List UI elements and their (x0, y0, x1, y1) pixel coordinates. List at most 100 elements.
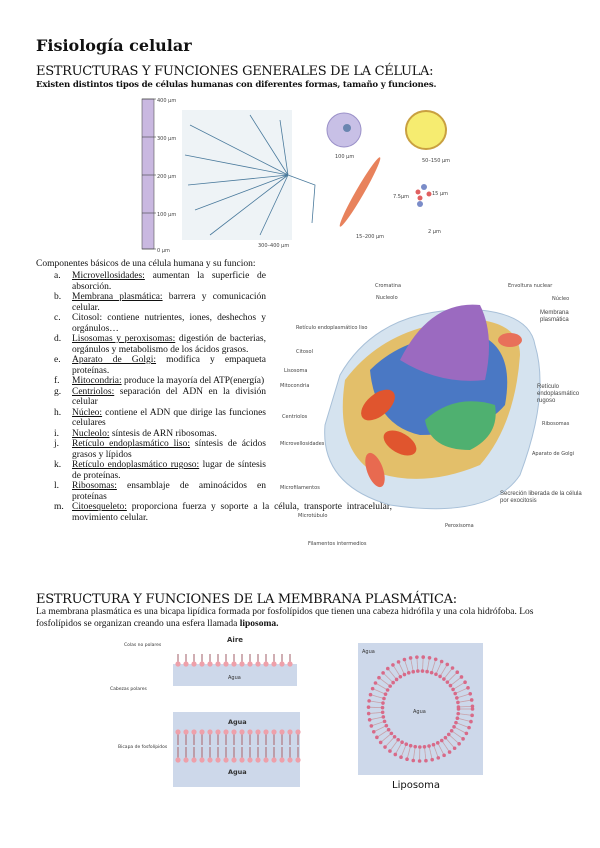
component-item: h.Núcleo: contiene el ADN que dirige las… (54, 408, 266, 429)
label-nucleo: Núcleo (552, 295, 569, 302)
phospholipid-head (287, 661, 293, 667)
phospholipid-head (279, 757, 285, 763)
item-desc: síntesis de ARN ribosomas. (109, 428, 217, 439)
phospholipid-head (442, 753, 446, 758)
phospholipid-head (279, 729, 285, 735)
phospholipid-head (381, 671, 385, 675)
blood-cells-illustration (415, 184, 432, 207)
neuron-illustration (182, 110, 316, 240)
muscle-cell-illustration (339, 157, 381, 227)
phospholipid-head (295, 729, 301, 735)
phospholipid-head (378, 740, 383, 745)
phospholipid-head (451, 687, 455, 692)
phospholipid-head (429, 670, 434, 675)
item-term: Centriolos: (72, 386, 115, 397)
label-microtubulo: Microtúbulo (298, 512, 327, 519)
item-term: Membrana plasmática: (72, 292, 163, 302)
phospholipid-head (470, 704, 475, 709)
phospholipid-head (396, 737, 400, 742)
item-letter: b. (54, 292, 62, 302)
phospholipid-head (389, 731, 394, 736)
label-lisosoma: Lisosoma (284, 368, 307, 374)
phospholipid-head (366, 711, 371, 716)
phospholipid-head (469, 719, 473, 724)
phospholipid-head (287, 757, 293, 763)
phospholipid-head (450, 666, 455, 670)
phospholipid-head (448, 683, 453, 688)
item-letter: g. (54, 386, 62, 397)
phospholipid-head (454, 720, 458, 725)
item-desc: separación del ADN en la división celula… (72, 386, 266, 408)
water-outside-label: Agua (362, 649, 375, 655)
item-desc: produce la mayoría del ATP(energía) (121, 376, 265, 386)
phospholipid-head (239, 729, 245, 735)
ovum-size: 100 µm (335, 154, 354, 160)
phospholipid-head (382, 696, 386, 701)
phospholipid-head (459, 675, 464, 679)
item-letter: k. (54, 460, 62, 470)
phospholipid-head (470, 713, 474, 718)
water-top-label: Agua (228, 718, 247, 726)
phospholipid-head (183, 757, 189, 763)
phospholipid-head (263, 757, 269, 763)
bilayer-phospholipids (175, 729, 301, 763)
item-letter: c. (54, 313, 61, 323)
phospholipid-head (430, 757, 434, 762)
phospholipid-head (271, 729, 277, 735)
item-letter: m. (54, 502, 64, 512)
cell-types-figure: 400 µm 300 µm 200 µm 100 µm 0 µm 300–400… (141, 98, 450, 254)
phospholipid-head (435, 741, 440, 745)
component-item: j.Retículo endoplasmático liso: síntesis… (54, 439, 266, 460)
phospholipid-head (415, 655, 419, 659)
section1-intro: Existen distintos tipos de células human… (36, 80, 437, 90)
cell-diagram: Cromatina Nucleolo Envoltura nuclear Núc… (280, 283, 574, 547)
phospholipid-head (398, 674, 403, 679)
label-cromatina: Cromatina (375, 283, 401, 289)
component-item: g. Centriolos: separación del ADN en la d… (54, 387, 266, 408)
component-item: b.Membrana plasmática: barrera y comunic… (54, 292, 266, 313)
rbc-size: 7.5µm (393, 194, 409, 200)
phospholipid-head (223, 757, 229, 763)
phospholipid-head (393, 752, 398, 757)
label-citosol: Citosol (296, 349, 313, 355)
label-microvellosidades: Microvellosidades (280, 441, 325, 447)
phospholipid-head (391, 663, 395, 667)
scale-label: 0 µm (157, 248, 170, 254)
phospholipid-head (413, 744, 418, 749)
item-letter: j. (54, 439, 60, 449)
label-rel: Retículo endoplasmático liso (296, 324, 367, 331)
component-item: i.Nucleolo: síntesis de ARN ribosomas. (54, 429, 266, 440)
label-ribosomas: Ribosomas (542, 421, 570, 427)
item-desc: contiene el ADN que dirige las funciones… (72, 407, 266, 429)
phospholipid-head (199, 729, 205, 735)
phospholipid-head (453, 691, 458, 696)
component-item: k.Retículo endoplasmático rugoso: lugar … (54, 460, 266, 481)
liposome-ring (366, 655, 475, 763)
page-title: Fisiología celular (36, 36, 192, 55)
phospholipid-head (455, 696, 459, 700)
phospholipid-head (367, 718, 372, 722)
phospholipid-head (452, 725, 456, 729)
phospholipid-head (445, 680, 450, 684)
phospholipid-head (455, 670, 460, 675)
phospholipid-head (239, 661, 245, 667)
label-golgi: Aparato de Golgi (532, 451, 574, 457)
phospholipid-head (175, 729, 181, 735)
phospholipid-figure: Aire Agua Colas no polares Cabezas polar… (110, 636, 301, 787)
item-desc: digestión de bacterias, orgánulos y meta… (72, 334, 266, 355)
liposome-figure: Agua Agua (358, 643, 483, 775)
phospholipid-head (456, 705, 461, 709)
scale-label: 300 µm (157, 136, 176, 142)
phospholipid-head (382, 719, 387, 724)
item-desc: proporciona fuerza y soporte a la célula… (72, 502, 392, 523)
phospholipid-head (215, 661, 221, 667)
phospholipid-head (384, 723, 389, 728)
phospholipid-head (231, 757, 237, 763)
phospholipid-head (438, 674, 442, 679)
phospholipid-head (279, 661, 285, 667)
scale-label: 200 µm (157, 174, 176, 180)
scale-bar (141, 98, 155, 250)
phospholipid-head (392, 734, 397, 739)
phospholipid-head (391, 680, 395, 685)
